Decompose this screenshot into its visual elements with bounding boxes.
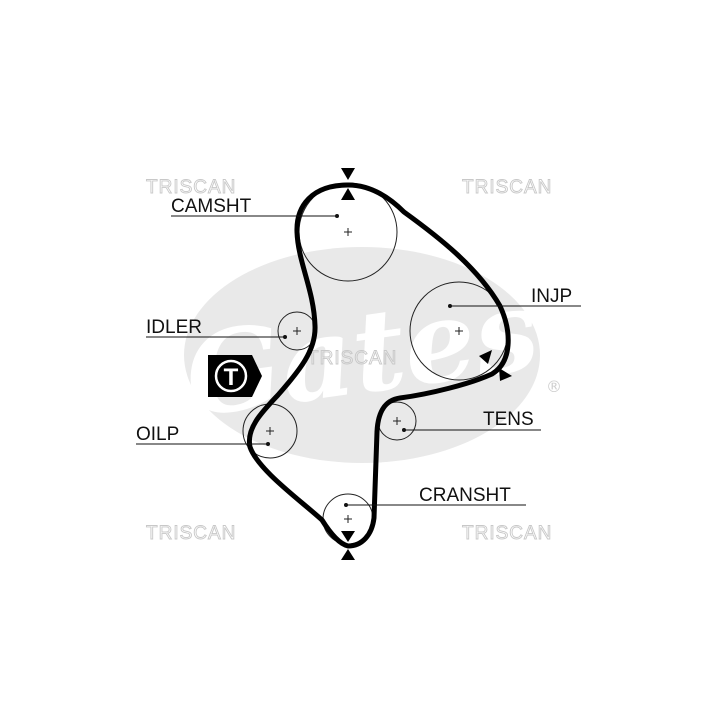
camshaft-center-mark (344, 228, 352, 236)
tens-leader-dot (402, 428, 406, 432)
timing-mark-camshaft (341, 168, 355, 200)
camshaft-mark-bottom-arrow (341, 188, 355, 200)
leader-tensioner (402, 428, 541, 432)
idler-center-mark (293, 327, 301, 335)
label-idler: IDLER (146, 317, 202, 338)
label-oil-pump: OILP (136, 424, 179, 445)
watermark-top-right: TRISCAN (462, 177, 552, 198)
leader-crankshaft (344, 503, 526, 507)
injp-mark-inner-arrow (479, 350, 492, 364)
label-injection-pump: INJP (531, 286, 572, 307)
logo-oval (184, 247, 540, 463)
watermark-center: TRISCAN (307, 348, 397, 369)
logo-registered-mark: ® (546, 377, 562, 396)
label-camshaft: CAMSHT (171, 196, 252, 217)
timing-mark-injection-pump (479, 350, 512, 381)
tension-badge-ring (214, 359, 248, 393)
oilp-leader-dot (266, 442, 270, 446)
camshaft-mark-top-arrow (341, 168, 355, 180)
cranksht-mark-top-arrow (341, 531, 355, 542)
leader-injection-pump (448, 304, 581, 308)
tension-badge-letter: T (224, 364, 239, 391)
leader-camshaft (171, 214, 339, 218)
tens-center-mark (393, 417, 401, 425)
label-tensioner: TENS (483, 409, 534, 430)
timing-mark-crankshaft (341, 531, 355, 560)
tension-badge: T (208, 355, 262, 397)
label-crankshaft: CRANSHT (419, 485, 511, 506)
camshaft-leader-dot (335, 214, 339, 218)
leader-idler (146, 335, 287, 339)
cranksht-mark-bottom-arrow (341, 549, 355, 560)
injp-center-mark (455, 327, 463, 335)
cranksht-leader-dot (344, 503, 348, 507)
oilp-center-mark (266, 427, 274, 435)
timing-belt (246, 182, 511, 549)
watermark-bottom-left: TRISCAN (146, 523, 236, 544)
idler-leader-dot (283, 335, 287, 339)
injp-mark-outer-arrow (499, 368, 512, 381)
watermark-bottom-right: TRISCAN (462, 523, 552, 544)
injp-leader-dot (448, 304, 452, 308)
cranksht-center-mark (344, 515, 352, 523)
leader-oil-pump (136, 442, 270, 446)
watermark-top-left: TRISCAN (146, 177, 236, 198)
